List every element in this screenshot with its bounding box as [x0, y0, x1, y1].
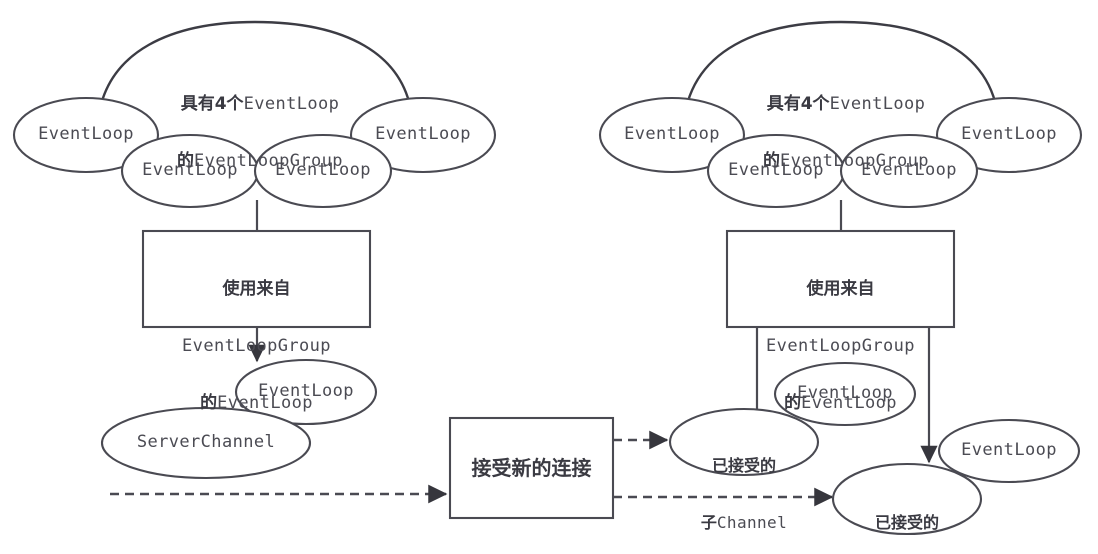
- left-bound-eventloop: [234, 358, 378, 426]
- left-eventloop-4: [349, 96, 497, 174]
- right-use-eventloop-box: [725, 229, 956, 329]
- left-cloud-outline: [95, 20, 415, 134]
- right-cloud-outline: [681, 20, 1001, 134]
- right-eventloop-3: [839, 133, 979, 209]
- server-channel-ellipse: [100, 406, 312, 480]
- right-eventloop-1: [598, 96, 746, 174]
- left-eventloop-2: [120, 133, 260, 209]
- left-eventloop-3: [253, 133, 393, 209]
- accept-new-connection-box: [448, 416, 615, 520]
- right-child-eventloop-1: [773, 361, 917, 427]
- left-use-eventloop-box: [141, 229, 372, 329]
- right-child-channel-1: [668, 407, 820, 477]
- right-eventloop-4: [935, 96, 1083, 174]
- left-eventloop-1: [12, 96, 160, 174]
- right-eventloop-2: [706, 133, 846, 209]
- right-child-eventloop-2: [937, 418, 1081, 484]
- right-child-channel-2: [831, 462, 983, 536]
